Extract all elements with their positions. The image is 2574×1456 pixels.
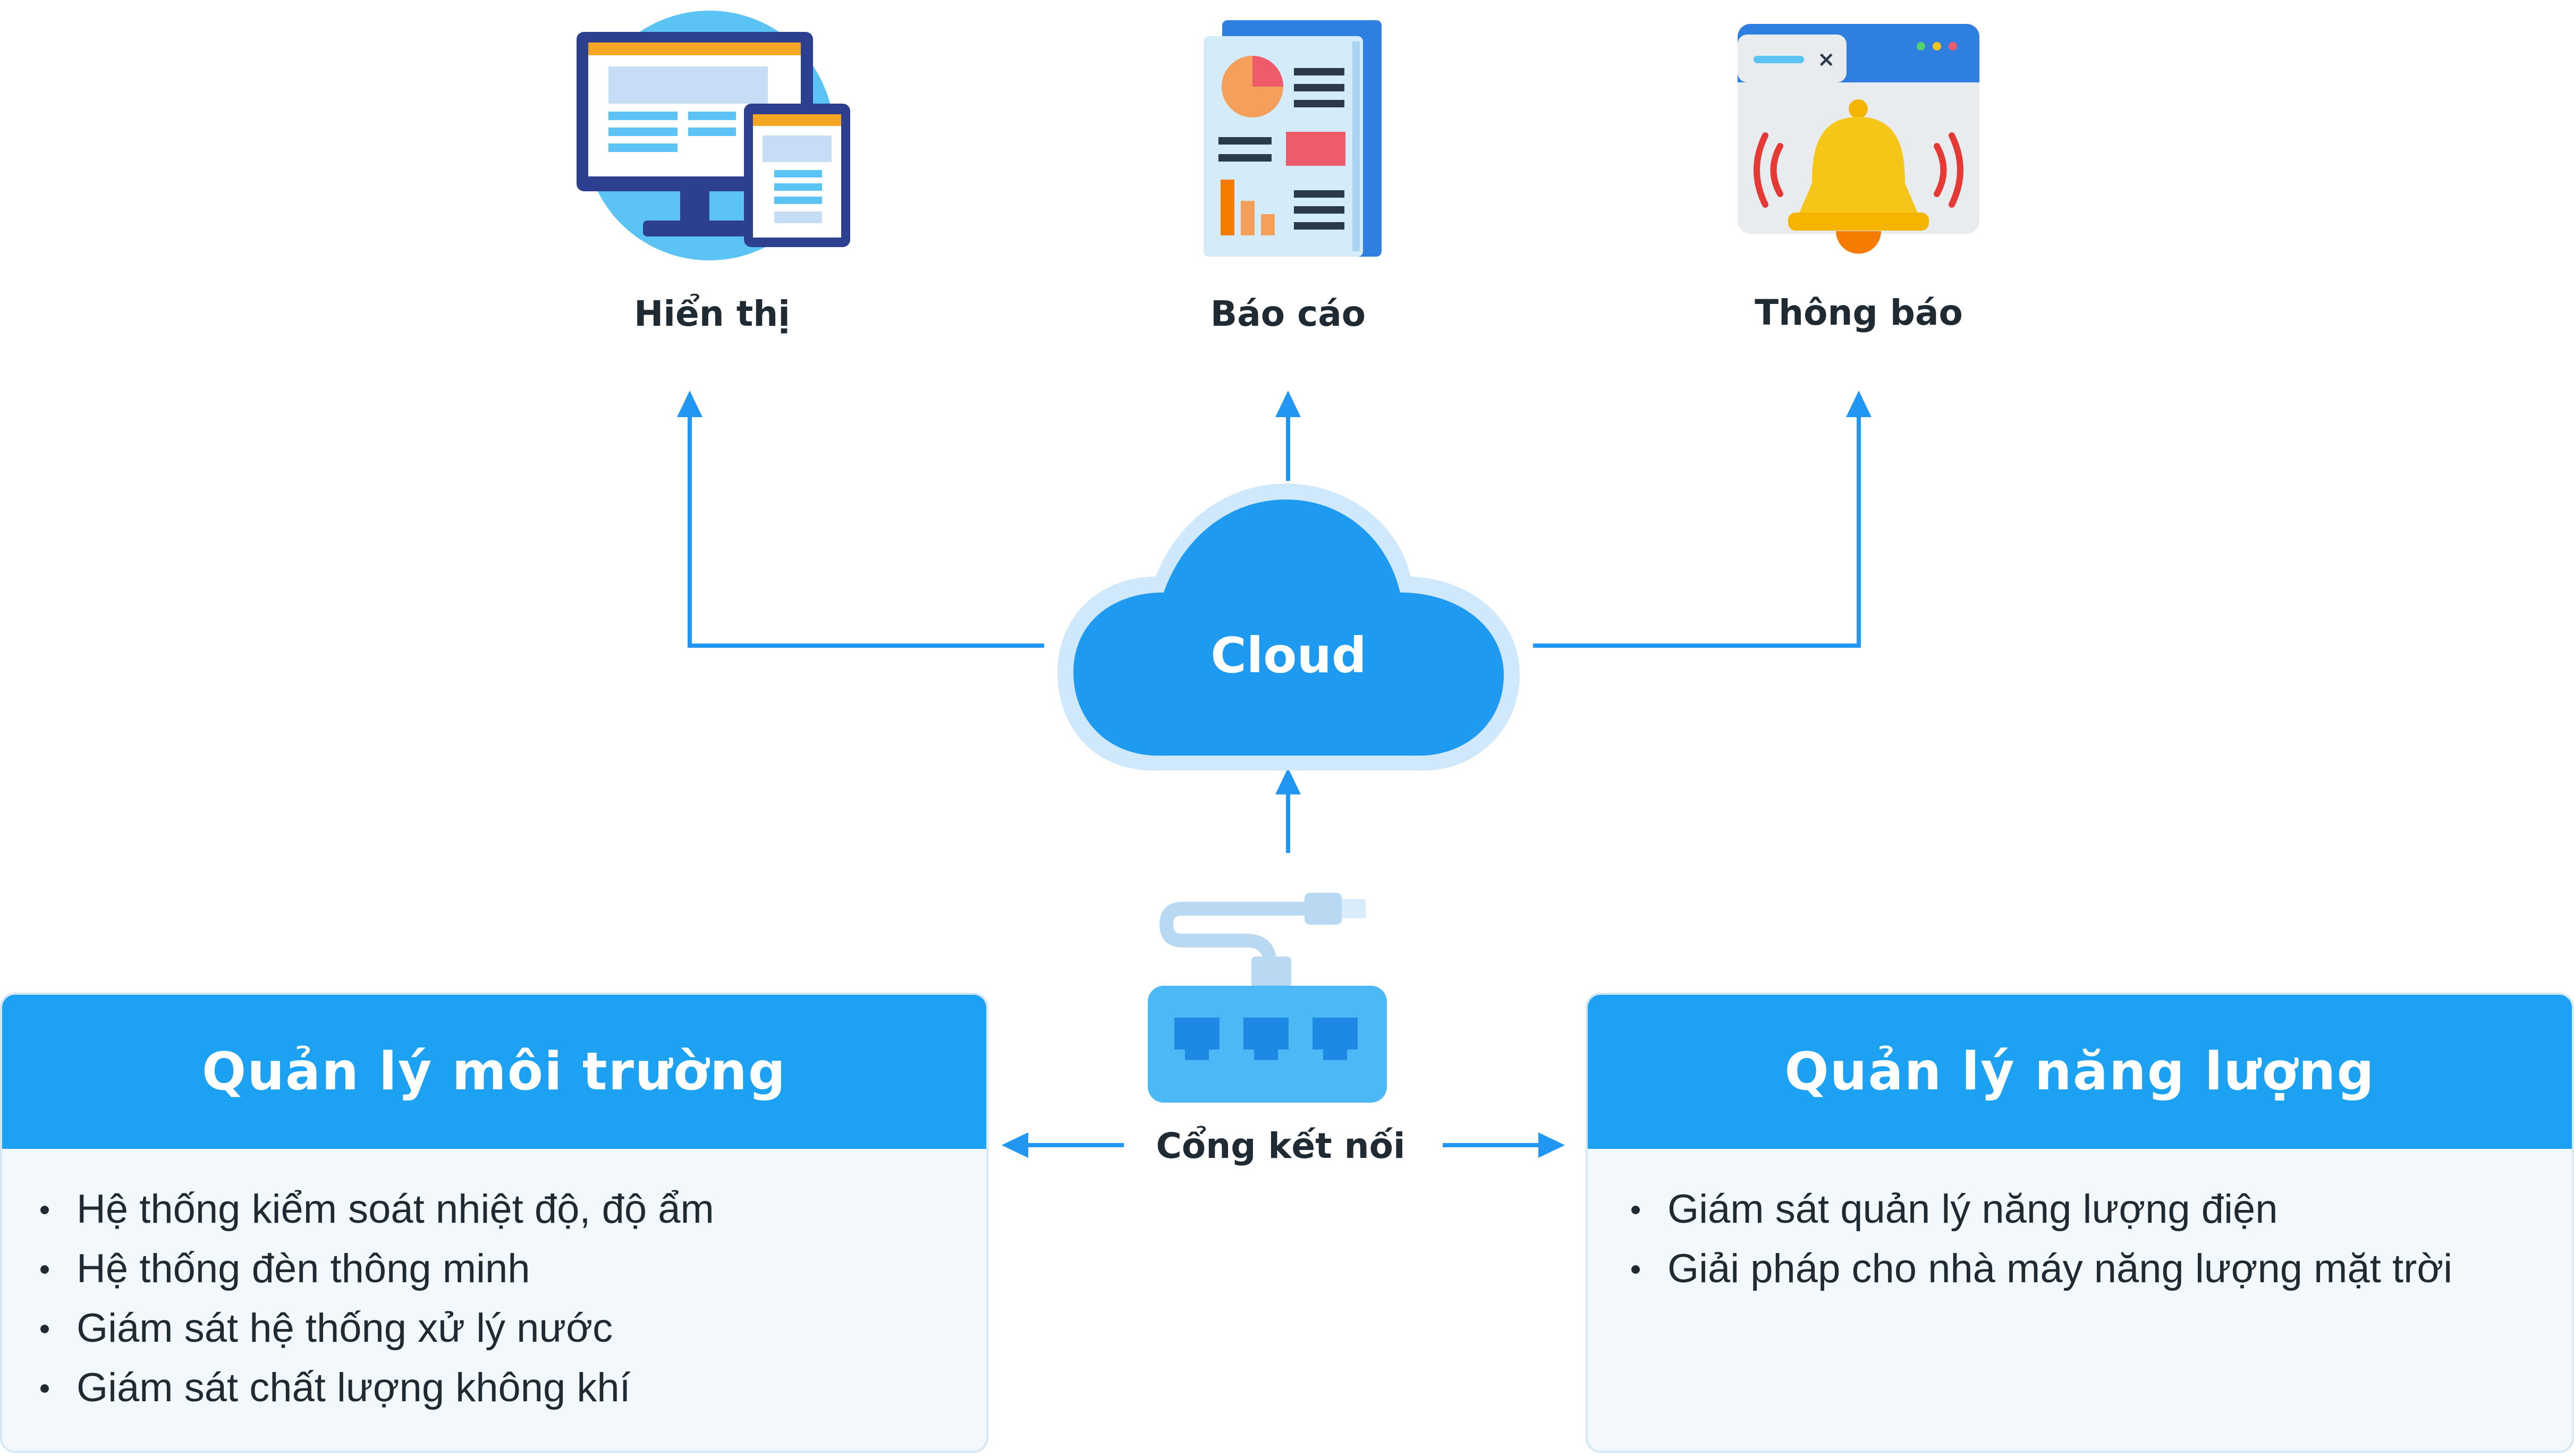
energy-panel: Quản lý năng lượng Giám sát quản lý năng…	[1586, 993, 2574, 1453]
cloud-icon	[1057, 484, 1520, 771]
list-item: Giải pháp cho nhà máy năng lượng mặt trờ…	[1631, 1239, 2572, 1299]
energy-panel-title: Quản lý năng lượng	[1784, 1042, 2375, 1102]
arrowhead-display	[677, 391, 702, 417]
arrow-cloud-to-display	[688, 412, 1044, 648]
arrowhead-energy	[1538, 1132, 1565, 1158]
environment-panel: Quản lý môi trường Hệ thống kiểm soát nh…	[0, 993, 988, 1453]
gateway-label: Cổng kết nối	[1156, 1125, 1405, 1166]
cloud-node: Cloud	[1057, 484, 1520, 771]
list-item: Hệ thống kiểm soát nhiệt độ, độ ẩm	[40, 1180, 986, 1239]
arrowhead-report	[1275, 391, 1301, 417]
bell-alert-icon: ×	[1738, 24, 1979, 266]
arrowhead-notification	[1846, 391, 1872, 417]
monitor-tablet-icon	[577, 11, 853, 260]
list-item: Hệ thống đèn thông minh	[40, 1239, 986, 1299]
list-item: Giám sát quản lý năng lượng điện	[1631, 1180, 2572, 1239]
energy-list: Giám sát quản lý năng lượng điện Giải ph…	[1588, 1149, 2572, 1299]
report-document-icon	[1204, 20, 1382, 257]
cloud-label: Cloud	[1210, 627, 1367, 684]
arrowhead-cloud	[1275, 768, 1301, 794]
list-item: Giám sát chất lượng không khí	[40, 1358, 986, 1418]
environment-list: Hệ thống kiểm soát nhiệt độ, độ ẩm Hệ th…	[2, 1149, 986, 1418]
energy-panel-header: Quản lý năng lượng	[1588, 995, 2572, 1149]
environment-panel-title: Quản lý môi trường	[201, 1042, 787, 1102]
report-label: Báo cáo	[1210, 293, 1366, 334]
arrow-cloud-to-notification	[1533, 412, 1861, 648]
svg-text:×: ×	[1817, 47, 1835, 72]
display-label: Hiển thị	[634, 293, 790, 334]
list-item: Giám sát hệ thống xử lý nước	[40, 1299, 986, 1358]
environment-panel-header: Quản lý môi trường	[2, 995, 986, 1149]
arrowhead-environment	[1002, 1132, 1028, 1158]
notification-label: Thông báo	[1755, 292, 1963, 333]
network-switch-icon	[1145, 871, 1390, 1105]
